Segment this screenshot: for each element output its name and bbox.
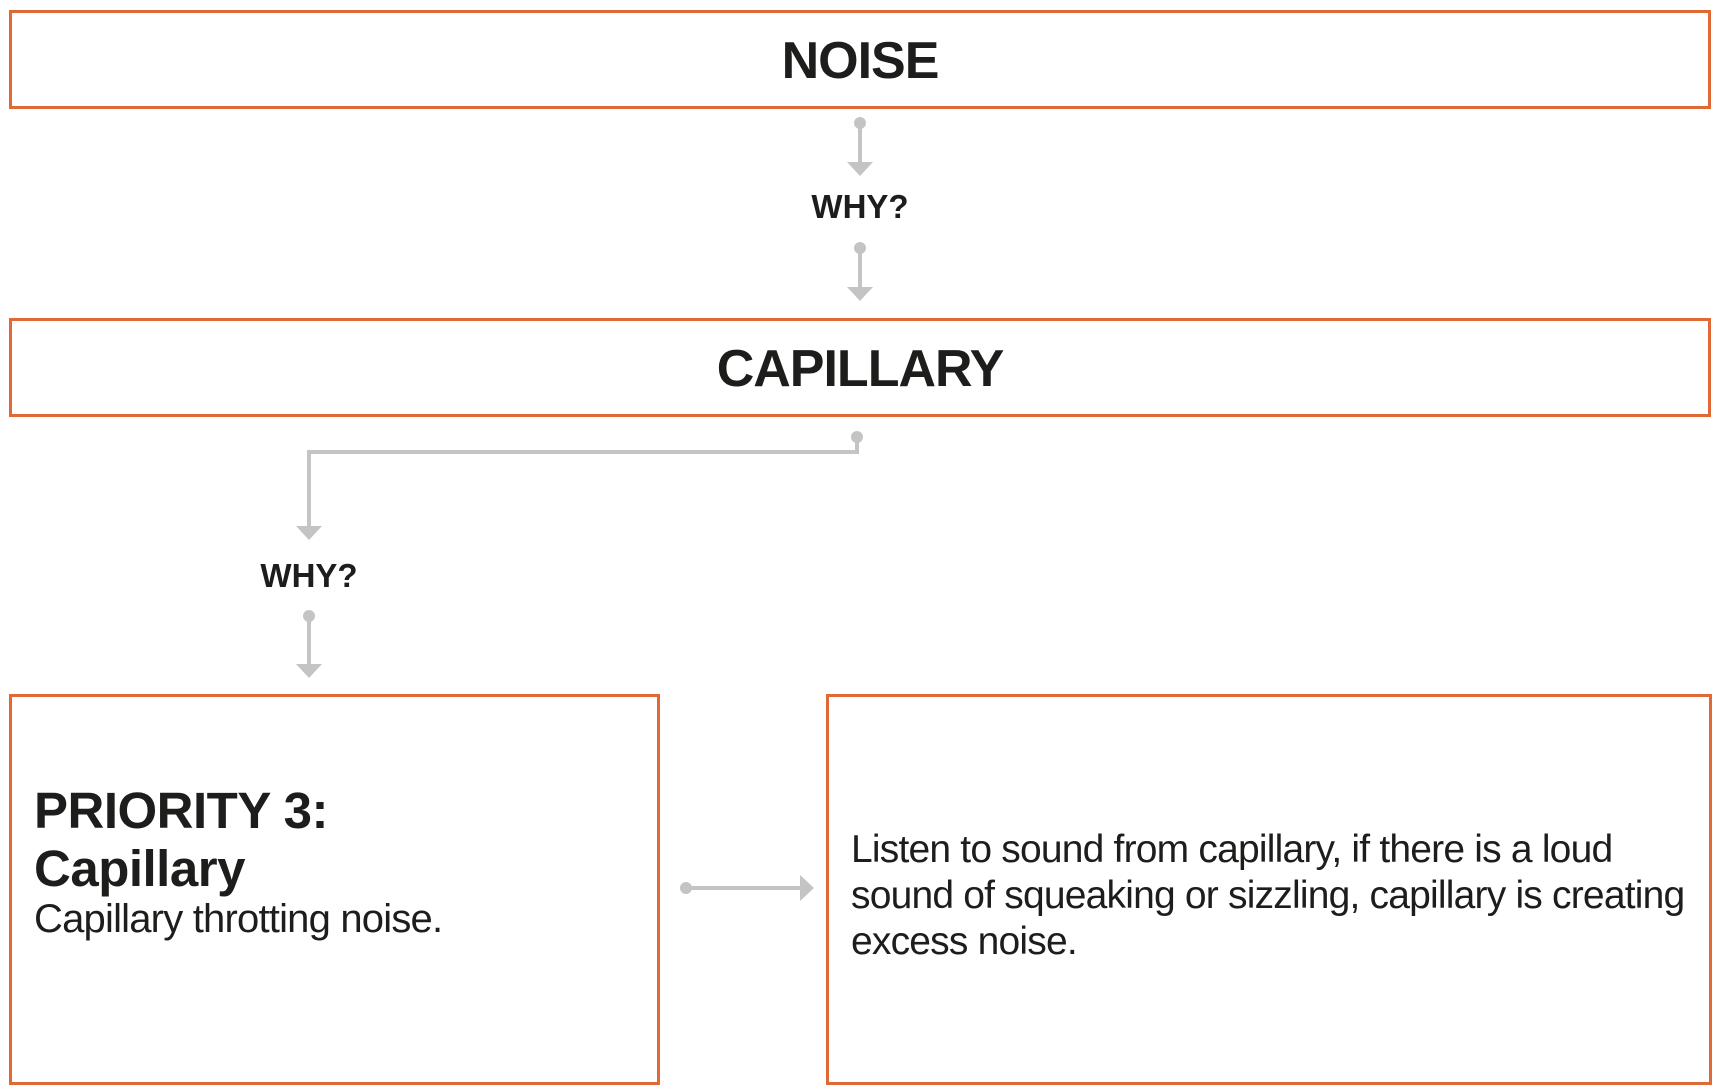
priority-heading: PRIORITY 3: Capillary bbox=[34, 782, 328, 898]
arrow-right-icon bbox=[800, 875, 814, 901]
arrow-down-icon bbox=[847, 287, 873, 301]
node-noise: NOISE bbox=[9, 10, 1711, 109]
connector-dot bbox=[854, 117, 866, 129]
connector-dot bbox=[851, 431, 863, 443]
priority-heading-line2: Capillary bbox=[34, 840, 245, 897]
connector-dot bbox=[680, 882, 692, 894]
why-label-1: WHY? bbox=[811, 188, 909, 225]
node-noise-label: NOISE bbox=[781, 32, 940, 90]
arrow-down-icon bbox=[296, 526, 322, 540]
priority-heading-line1: PRIORITY 3: bbox=[34, 782, 328, 839]
arrow-down-icon bbox=[296, 664, 322, 678]
action-text: Listen to sound from capillary, if there… bbox=[851, 828, 1685, 963]
node-capillary-label: CAPILLARY bbox=[716, 340, 1005, 398]
arrow-down-icon bbox=[847, 162, 873, 176]
priority-description: Capillary throtting noise. bbox=[34, 897, 443, 941]
node-capillary: CAPILLARY bbox=[9, 318, 1711, 417]
connector-dot bbox=[303, 610, 315, 622]
connector-line-3 bbox=[307, 437, 859, 530]
why-label-2: WHY? bbox=[260, 557, 358, 594]
node-action: Listen to sound from capillary, if there… bbox=[826, 694, 1712, 1085]
connector-dot bbox=[854, 242, 866, 254]
node-priority: PRIORITY 3: Capillary Capillary throttin… bbox=[9, 694, 660, 1085]
